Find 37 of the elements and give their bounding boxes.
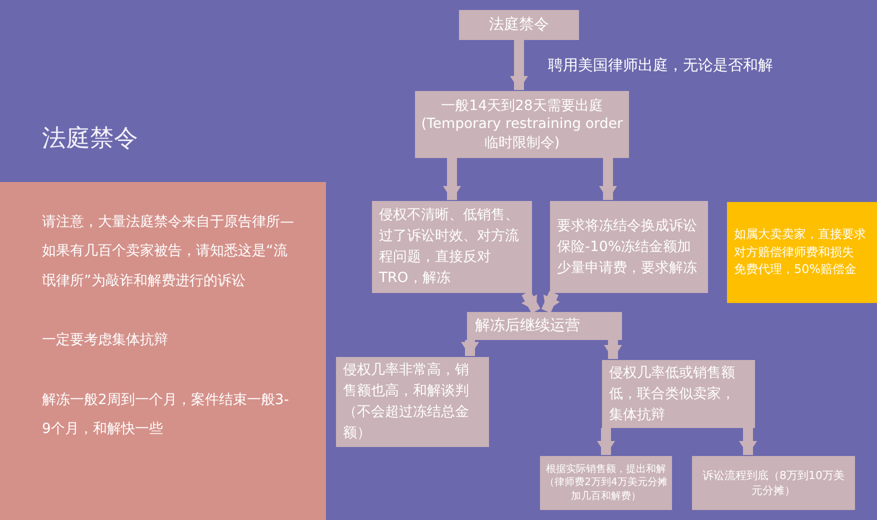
box-text: 解冻一般2周到一个月，案件结束一般3-9个月，和解快一些 bbox=[42, 390, 290, 439]
arrow bbox=[510, 40, 528, 90]
process-box bbox=[415, 91, 629, 158]
process-box bbox=[467, 312, 622, 340]
note-panel bbox=[0, 182, 326, 520]
title: 法庭禁令 bbox=[42, 123, 138, 154]
box-text: 一定要考虑集体抗辩 bbox=[42, 331, 169, 350]
process-box bbox=[540, 456, 672, 510]
arrow bbox=[739, 428, 757, 455]
process-box bbox=[372, 201, 532, 293]
arrow bbox=[597, 428, 615, 455]
box-text: 侵权几率低或销售额低，联合类似卖家，集体抗辩 bbox=[609, 364, 736, 424]
arrow bbox=[521, 290, 540, 314]
arrow bbox=[443, 158, 461, 200]
box-text: 诉讼流程到底（8万到10万美元分摊） bbox=[702, 468, 846, 498]
box-text: 侵权不清晰、低销售、过了诉讼时效、对方流程问题，直接反对TRO，解冻 bbox=[379, 206, 520, 288]
box-text: 免费代理，50%赔偿金 bbox=[734, 261, 858, 278]
process-box bbox=[602, 360, 755, 428]
arrow bbox=[461, 340, 479, 356]
box-text: 一般14天到28天需要出庭 bbox=[440, 97, 604, 116]
arrow bbox=[599, 158, 617, 200]
box-text: 如属大卖卖家，直接要求对方赔偿律师费和损失 bbox=[734, 226, 867, 261]
process-box bbox=[459, 10, 579, 40]
process-box bbox=[336, 357, 489, 447]
box-text: 要求将冻结令换成诉讼保险-10%冻结金额加少量申请费，要求解冻 bbox=[557, 216, 698, 278]
box-text: 侵权几率非常高，销售额也高，和解谈判（不会超过冻结总金额） bbox=[343, 361, 470, 443]
box-text: 根据实际销售额，提出和解（律师费2万到4万美元分摊加几百和解费） bbox=[544, 462, 668, 504]
arrow bbox=[604, 340, 622, 359]
box-text: 解冻后继续运营 bbox=[475, 316, 581, 336]
process-box bbox=[550, 201, 708, 293]
arrow bbox=[541, 290, 560, 314]
process-box bbox=[692, 456, 855, 510]
box-text: (Temporary restraining order 临时限制令) bbox=[421, 115, 623, 152]
box-text: 请注意，大量法庭禁令来自于原告律所—如果有几百个卖家被告，请知悉这是“流氓律所”为敲诈和解费进行的诉讼 bbox=[42, 213, 295, 291]
box-text: 法庭禁令 bbox=[488, 15, 550, 35]
process-box bbox=[727, 202, 877, 303]
edge-label: 聘用美国律师出庭，无论是否和解 bbox=[548, 56, 773, 75]
